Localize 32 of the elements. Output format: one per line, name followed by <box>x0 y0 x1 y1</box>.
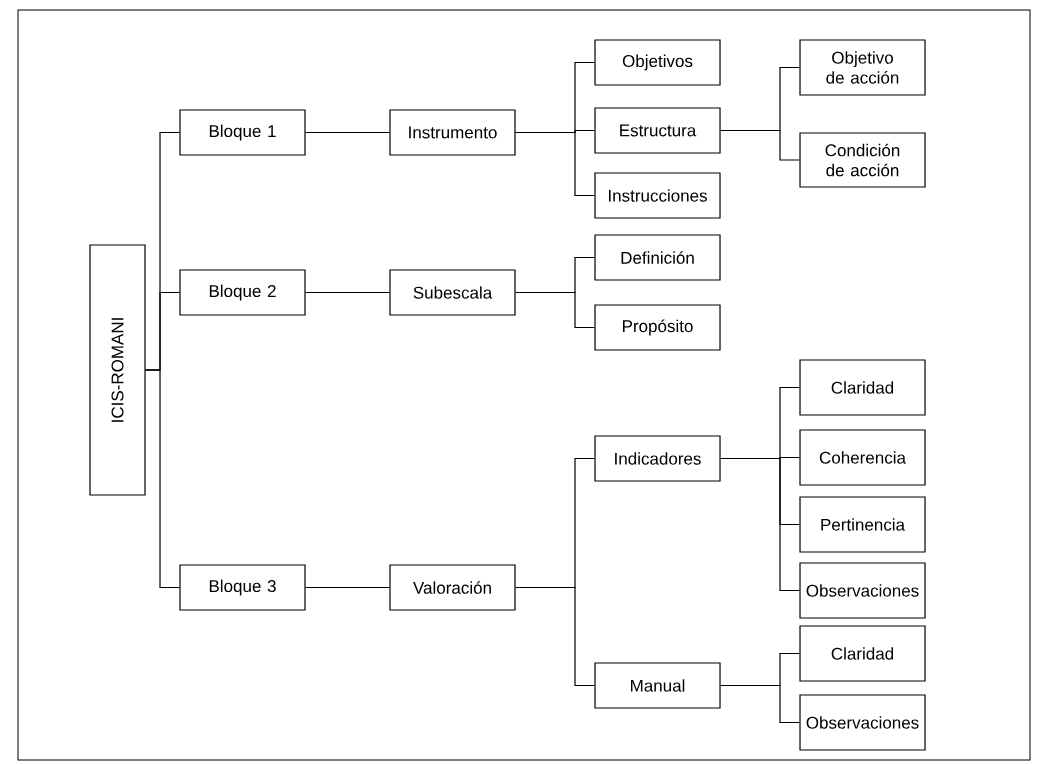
box: Instrumento <box>389 109 516 156</box>
box: Claridad <box>799 625 926 682</box>
box: Observaciones <box>799 562 926 619</box>
connector <box>720 457 800 592</box>
connector <box>720 684 800 724</box>
connector <box>515 586 595 687</box>
box: Valoración <box>389 564 516 611</box>
connector <box>515 291 595 329</box>
box: Propósito <box>594 304 721 351</box>
connector <box>305 291 390 294</box>
box: Bloque 2 <box>179 269 306 316</box>
box: Claridad <box>799 359 926 416</box>
box: Observaciones <box>799 694 926 751</box>
connector <box>305 586 390 589</box>
connector <box>720 129 800 161</box>
box: Bloque 1 <box>179 109 306 156</box>
box: Coherencia <box>799 429 926 486</box>
connector <box>515 131 595 197</box>
box: Estructura <box>594 107 721 154</box>
box: Definición <box>594 234 721 281</box>
box: Subescala <box>389 269 516 316</box>
box: Manual <box>594 662 721 709</box>
connector <box>305 131 390 134</box>
box: Pertinencia <box>799 496 926 553</box>
connector <box>145 369 180 589</box>
box: Condición de acción <box>799 132 926 188</box>
box: ICIS-ROMANI <box>89 244 146 496</box>
box: Objetivos <box>594 39 721 86</box>
box: Objetivo de acción <box>799 39 926 96</box>
box: Instrucciones <box>594 172 721 219</box>
box: Indicadores <box>594 435 721 482</box>
box: Bloque 3 <box>179 564 306 611</box>
